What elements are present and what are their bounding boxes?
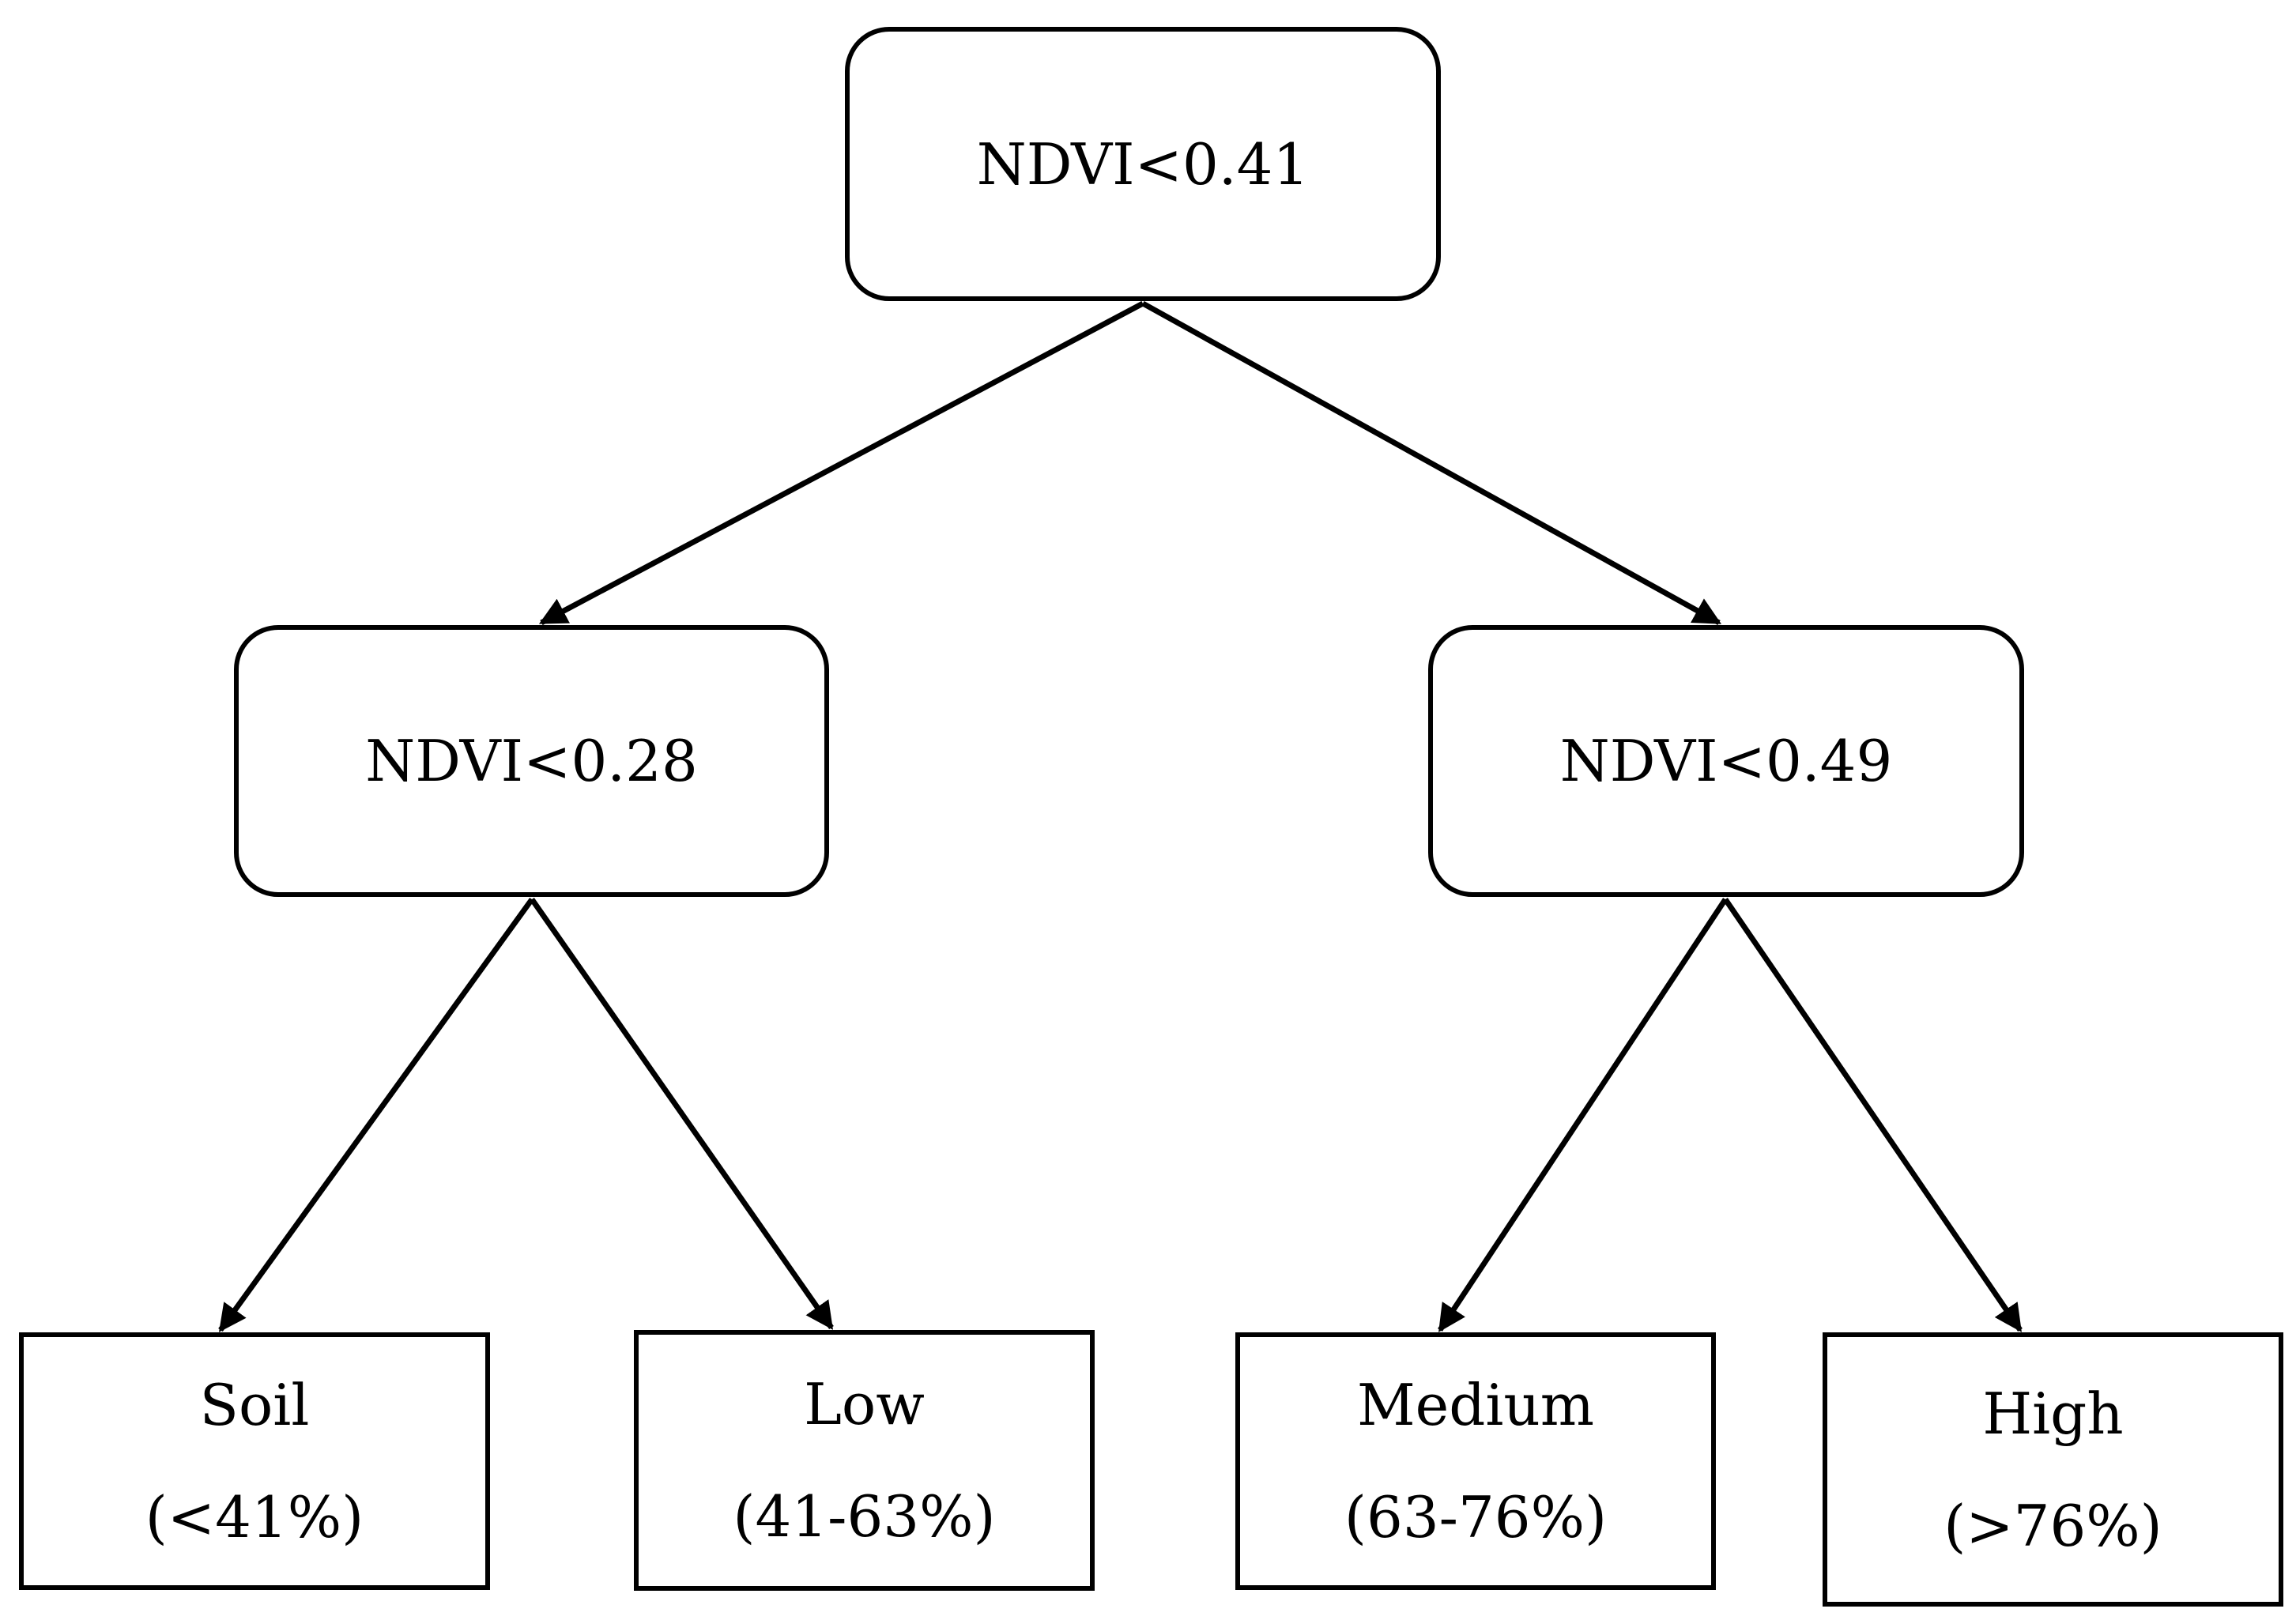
leaf-range-label: (41-63%) [733,1483,996,1550]
leaf-range-label: (63-76%) [1344,1484,1608,1550]
edge-right-to-medium [1438,898,1728,1332]
leaf-class-label: Low [804,1371,925,1437]
root-decision-node: NDVI<0.41 [845,27,1441,301]
leaf-class-label: Medium [1356,1372,1595,1438]
leaf-node-medium: Medium (63-76%) [1235,1332,1716,1590]
edge-right-to-high [1723,898,2023,1332]
left-decision-node: NDVI<0.28 [234,625,829,897]
leaf-class-label: Soil [199,1372,310,1438]
leaf-range-label: (<41%) [145,1484,364,1550]
left-condition-label: NDVI<0.28 [365,728,698,794]
leaf-node-soil: Soil (<41%) [19,1332,490,1590]
edge-root-to-right [1141,300,1722,626]
leaf-node-low: Low (41-63%) [634,1330,1095,1591]
leaf-class-label: High [1982,1380,2124,1447]
root-condition-label: NDVI<0.41 [976,130,1310,198]
leaf-range-label: (>76%) [1943,1492,2162,1559]
leaf-node-high: High (>76%) [1823,1332,2283,1607]
edge-left-to-soil [218,897,534,1332]
right-condition-label: NDVI<0.49 [1559,728,1893,794]
edge-left-to-low [530,897,834,1330]
right-decision-node: NDVI<0.49 [1428,625,2024,897]
edge-root-to-left [538,300,1144,626]
